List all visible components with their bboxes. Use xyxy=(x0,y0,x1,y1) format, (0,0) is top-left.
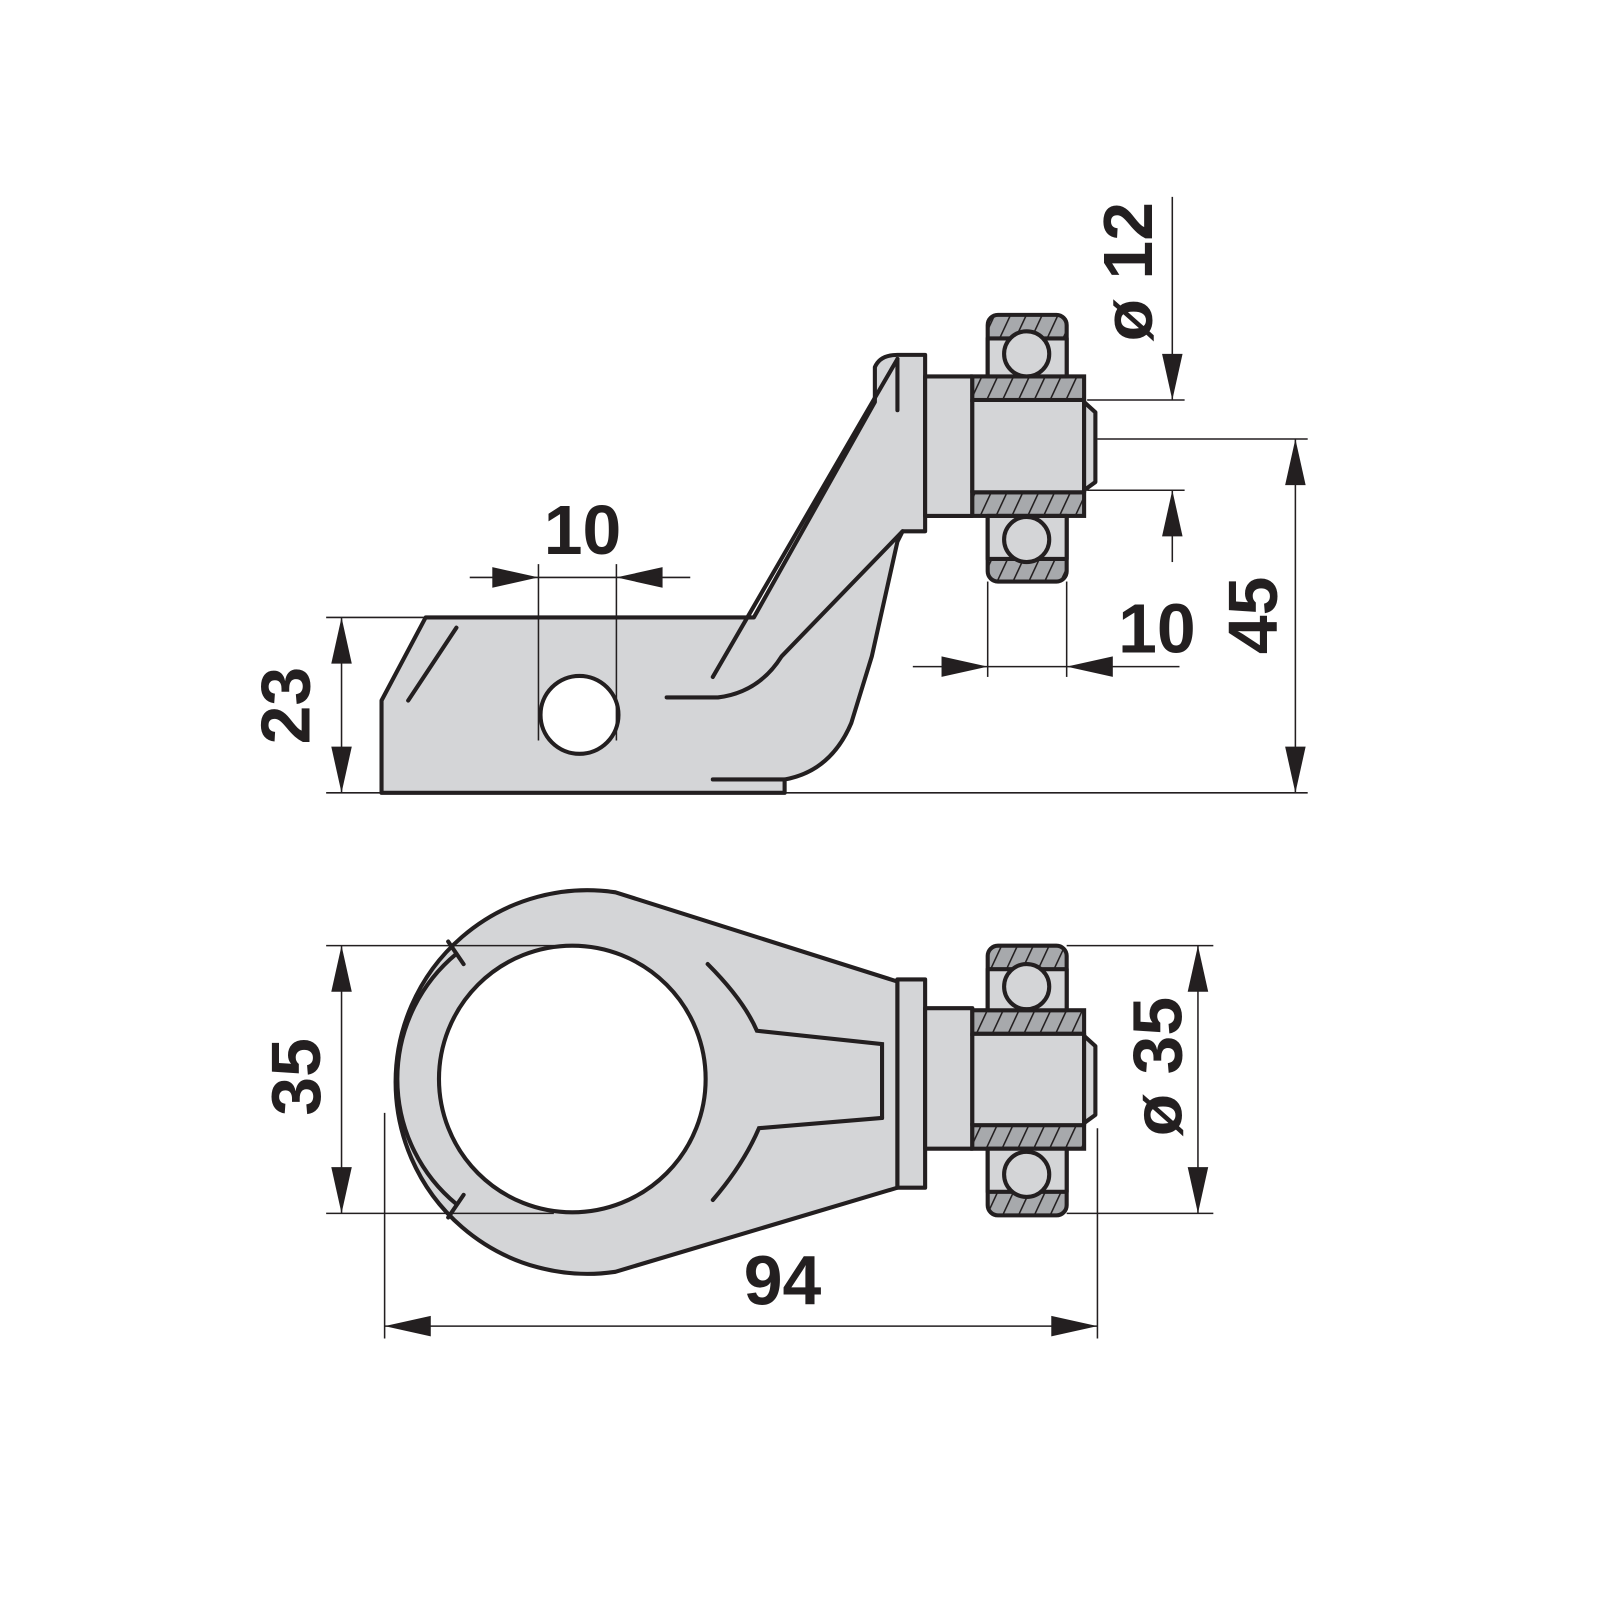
arm-edge-inner xyxy=(664,529,905,700)
clamp-edge-lower xyxy=(710,1115,885,1203)
dim-label: 10 xyxy=(544,491,622,569)
dimension-bearing-diameter: ø 35 xyxy=(1066,944,1214,1215)
dimension-total-height: 45 xyxy=(784,438,1308,794)
bracket-body xyxy=(379,352,928,795)
groove-arc xyxy=(395,951,459,1207)
dim-label: ø 35 xyxy=(1119,997,1197,1137)
arm-edge-outer xyxy=(710,356,900,679)
dimension-total-length: 94 xyxy=(383,1112,1099,1339)
dimension-hole-width: 10 xyxy=(469,491,691,741)
side-view: 10 23 ø 12 10 xyxy=(247,196,1308,795)
dim-label: 23 xyxy=(247,667,325,745)
dimension-bearing-width: 10 xyxy=(912,581,1196,677)
dimension-bore: 35 xyxy=(257,944,554,1215)
mounting-hole xyxy=(538,673,621,756)
chamfer-edge xyxy=(406,625,459,703)
plan-view: 35 ø 35 94 xyxy=(257,888,1214,1339)
bearing-top xyxy=(923,312,1098,584)
dimension-shaft-diameter: ø 12 xyxy=(1087,196,1185,563)
clamp-bore xyxy=(436,943,708,1215)
dim-label: ø 12 xyxy=(1089,202,1167,342)
dim-label: 94 xyxy=(744,1242,822,1320)
flange xyxy=(895,977,928,1190)
bearing-bottom xyxy=(923,943,1098,1218)
dim-label: 10 xyxy=(1118,589,1196,667)
dim-label: 45 xyxy=(1214,577,1292,655)
dimension-base-height: 23 xyxy=(247,616,426,794)
clamp-edge-upper xyxy=(705,962,885,1120)
dim-label: 35 xyxy=(257,1038,335,1116)
